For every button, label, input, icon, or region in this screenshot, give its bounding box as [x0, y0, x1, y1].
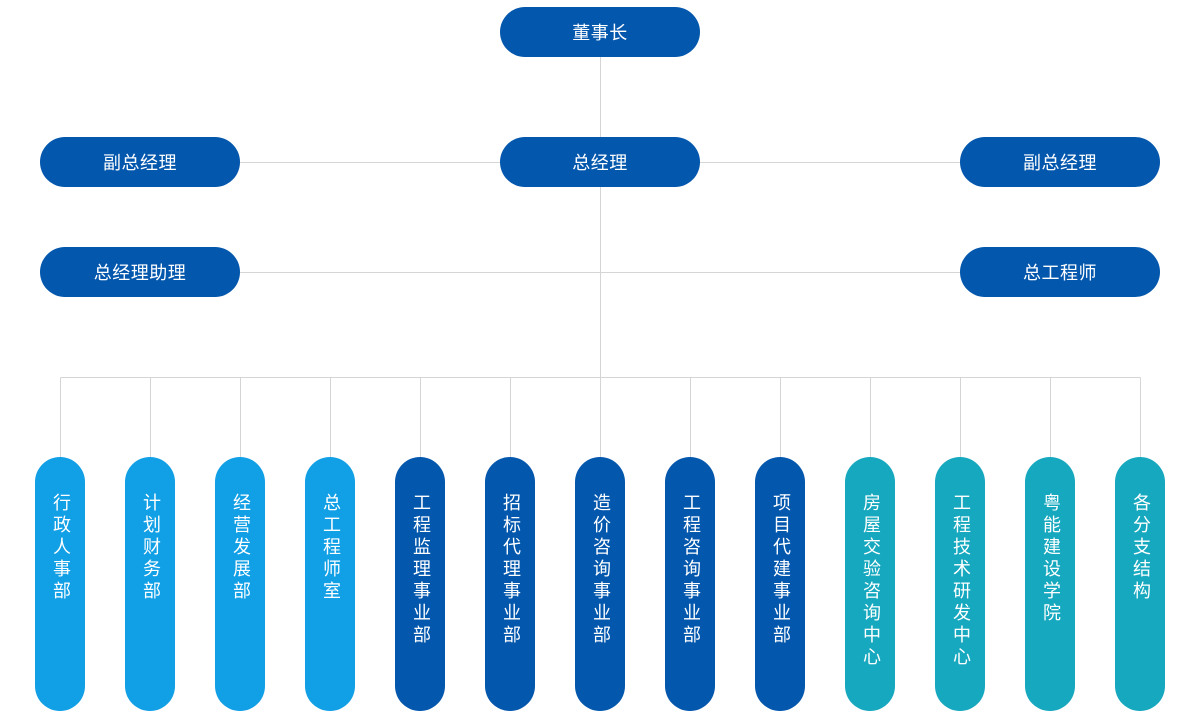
department-12: 粤能建设学院 — [1025, 457, 1075, 711]
department-4: 总工程师室 — [305, 457, 355, 711]
department-label: 造价咨询事业部 — [590, 493, 611, 647]
department-label: 总工程师室 — [320, 493, 341, 603]
department-label: 招标代理事业部 — [500, 493, 521, 647]
department-label: 各分支结构 — [1130, 493, 1151, 603]
department-8: 工程咨询事业部 — [665, 457, 715, 711]
chief-engineer-node: 总工程师 — [960, 247, 1160, 297]
department-label: 工程咨询事业部 — [680, 493, 701, 647]
department-10: 房屋交验咨询中心 — [845, 457, 895, 711]
deputy-gm-left-node: 副总经理 — [40, 137, 240, 187]
department-7: 造价咨询事业部 — [575, 457, 625, 711]
department-label: 粤能建设学院 — [1040, 493, 1061, 625]
department-6: 招标代理事业部 — [485, 457, 535, 711]
department-11: 工程技术研发中心 — [935, 457, 985, 711]
department-label: 行政人事部 — [50, 493, 71, 603]
department-3: 经营发展部 — [215, 457, 265, 711]
department-label: 工程监理事业部 — [410, 493, 431, 647]
department-2: 计划财务部 — [125, 457, 175, 711]
department-label: 工程技术研发中心 — [950, 493, 971, 669]
chairman-node: 董事长 — [500, 7, 700, 57]
gm-assistant-node: 总经理助理 — [40, 247, 240, 297]
department-label: 项目代建事业部 — [770, 493, 791, 647]
department-label: 房屋交验咨询中心 — [860, 493, 881, 669]
department-5: 工程监理事业部 — [395, 457, 445, 711]
department-label: 经营发展部 — [230, 493, 251, 603]
department-13: 各分支结构 — [1115, 457, 1165, 711]
general-manager-node: 总经理 — [500, 137, 700, 187]
department-label: 计划财务部 — [140, 493, 161, 603]
department-9: 项目代建事业部 — [755, 457, 805, 711]
deputy-gm-right-node: 副总经理 — [960, 137, 1160, 187]
department-1: 行政人事部 — [35, 457, 85, 711]
